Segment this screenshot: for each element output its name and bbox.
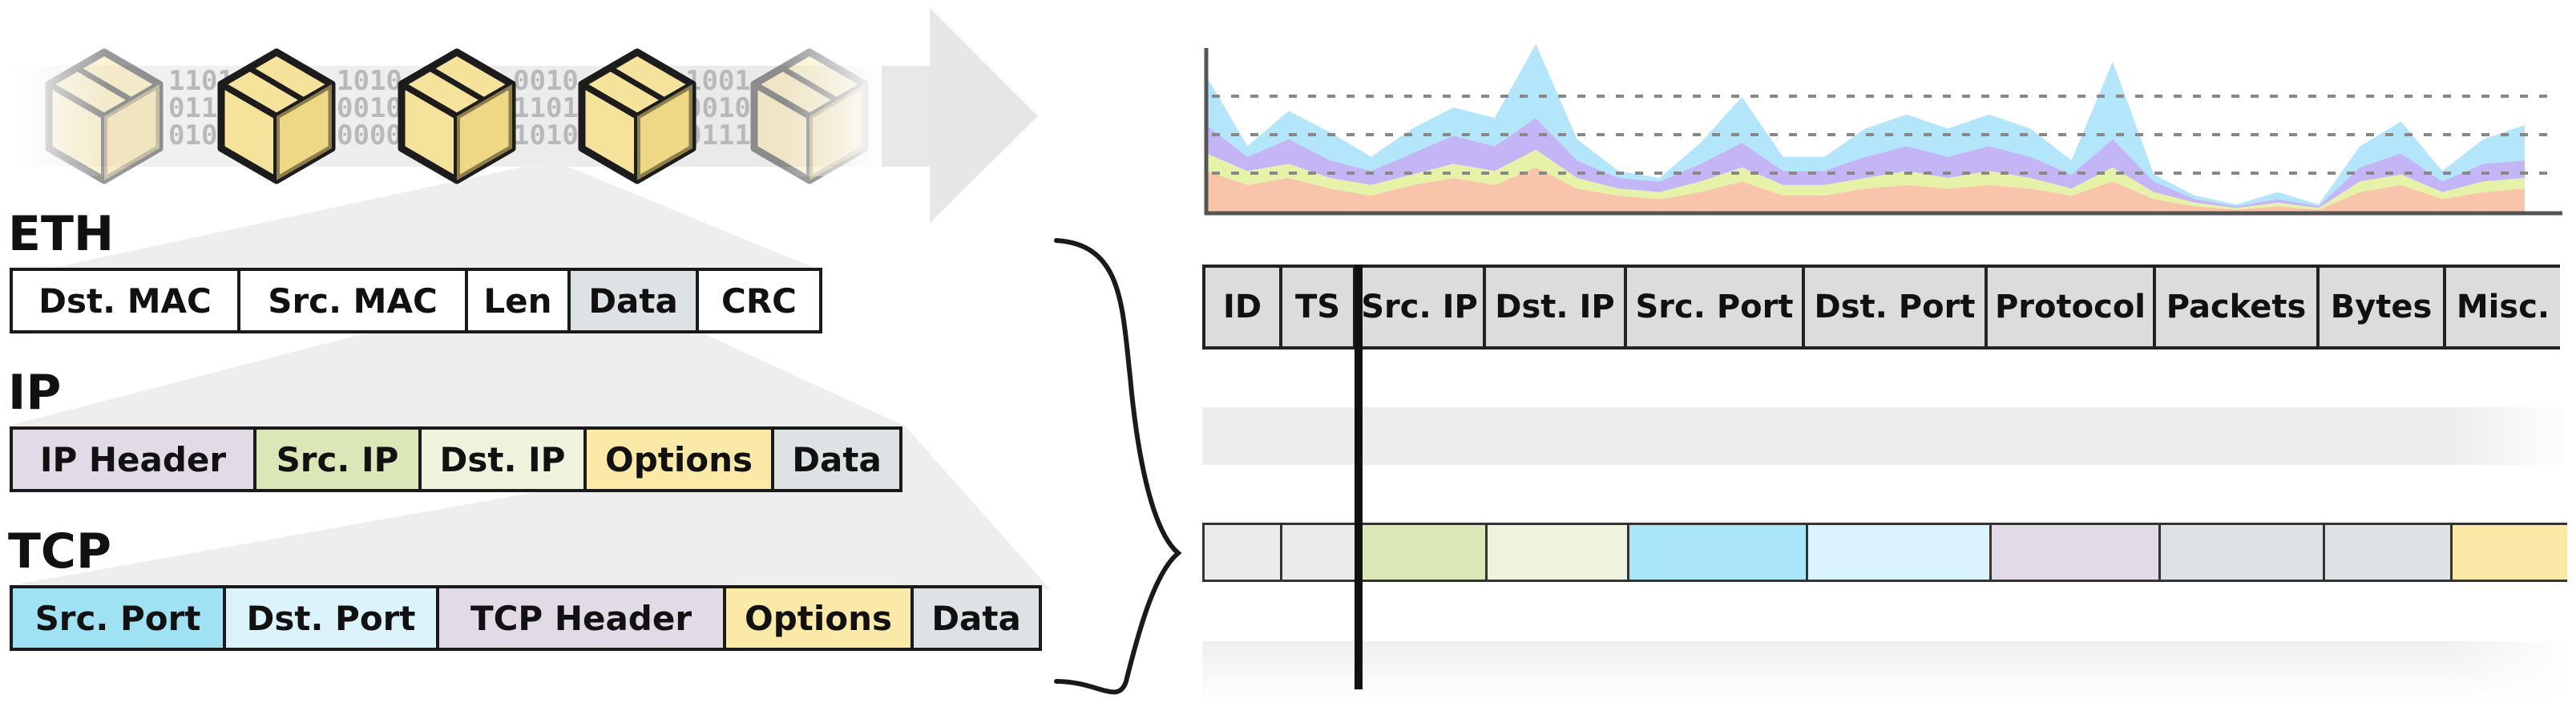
area-series-2	[1206, 149, 2525, 210]
table-col-bytes: Bytes	[2316, 265, 2446, 349]
tcp-field-options: Options	[723, 585, 914, 651]
hl-cell-misc	[2450, 523, 2567, 582]
table-row-highlighted	[1202, 523, 2567, 582]
ip-header-row: IP Header Src. IP Dst. IP Options Data	[10, 426, 902, 492]
ip-field-dst-ip: Dst. IP	[418, 426, 587, 492]
layer-label-eth: ETH	[8, 206, 115, 262]
table-col-dst-port: Dst. Port	[1802, 265, 1988, 349]
ip-field-options: Options	[583, 426, 774, 492]
hl-cell-src-port	[1627, 523, 1808, 582]
eth-field-len: Len	[465, 268, 571, 333]
table-col-dst-ip: Dst. IP	[1483, 265, 1627, 349]
table-col-protocol: Protocol	[1984, 265, 2156, 349]
area-series-4	[1206, 43, 2525, 207]
bit-text: 1010	[513, 119, 579, 152]
bit-text: 0010	[337, 92, 402, 124]
area-series-1	[1206, 167, 2525, 213]
ip-field-ip-header: IP Header	[10, 426, 256, 492]
eth-field-data: Data	[567, 268, 699, 333]
tcp-field-tcp-header: TCP Header	[436, 585, 726, 651]
tcp-field-src-port: Src. Port	[10, 585, 226, 651]
table-row-3	[1202, 465, 2565, 523]
bit-text: 1010	[337, 65, 402, 97]
table-col-misc: Misc.	[2443, 265, 2560, 349]
bit-text: 0010	[685, 92, 751, 124]
layer-label-tcp: TCP	[8, 523, 111, 580]
bit-text: 1101	[513, 92, 579, 124]
table-col-packets: Packets	[2153, 265, 2320, 349]
hl-cell-bytes	[2323, 523, 2453, 582]
eth-header-row: Dst. MAC Src. MAC Len Data CRC	[10, 268, 822, 333]
tcp-field-data: Data	[910, 585, 1042, 651]
packet-cube-icon	[398, 48, 516, 184]
tcp-field-dst-port: Dst. Port	[223, 585, 439, 651]
traffic-area-chart	[1204, 43, 2562, 216]
table-col-src-port: Src. Port	[1624, 265, 1805, 349]
curly-brace	[1054, 238, 1182, 695]
bit-text: 0000	[337, 119, 402, 152]
flow-table-header: ID TS Src. IP Dst. IP Src. Port Dst. Por…	[1202, 265, 2565, 349]
bit-text: 0111	[685, 119, 751, 152]
ip-field-data: Data	[771, 426, 902, 492]
packet-cube-icon	[217, 48, 336, 184]
table-col-id: ID	[1202, 265, 1282, 349]
table-row-2	[1202, 407, 2565, 465]
hl-cell-dst-ip	[1485, 523, 1629, 582]
table-row-1	[1202, 349, 2565, 407]
hl-cell-dst-port	[1806, 523, 1992, 582]
ip-field-src-ip: Src. IP	[253, 426, 422, 492]
table-col-src-ip: Src. IP	[1353, 265, 1486, 349]
hl-cell-id	[1202, 523, 1282, 582]
bit-text: 0010	[513, 65, 579, 97]
area-series-3	[1206, 118, 2525, 208]
eth-field-crc: CRC	[696, 268, 822, 333]
bit-text: 1001	[685, 65, 751, 97]
packet-cube-icon	[578, 48, 696, 184]
hl-cell-src-ip	[1355, 523, 1488, 582]
tcp-header-row: Src. Port Dst. Port TCP Header Options D…	[10, 585, 1042, 651]
hl-cell-ts	[1280, 523, 1357, 582]
eth-field-dst-mac: Dst. MAC	[10, 268, 240, 333]
stream-arrow	[12, 8, 1038, 223]
table-col-ts: TS	[1279, 265, 1356, 349]
table-row-5	[1202, 582, 2565, 641]
timestamp-divider	[1355, 265, 1363, 689]
eth-field-src-mac: Src. MAC	[237, 268, 468, 333]
layer-label-ip: IP	[8, 365, 62, 421]
hl-cell-packets	[2158, 523, 2325, 582]
hl-cell-protocol	[1989, 523, 2161, 582]
